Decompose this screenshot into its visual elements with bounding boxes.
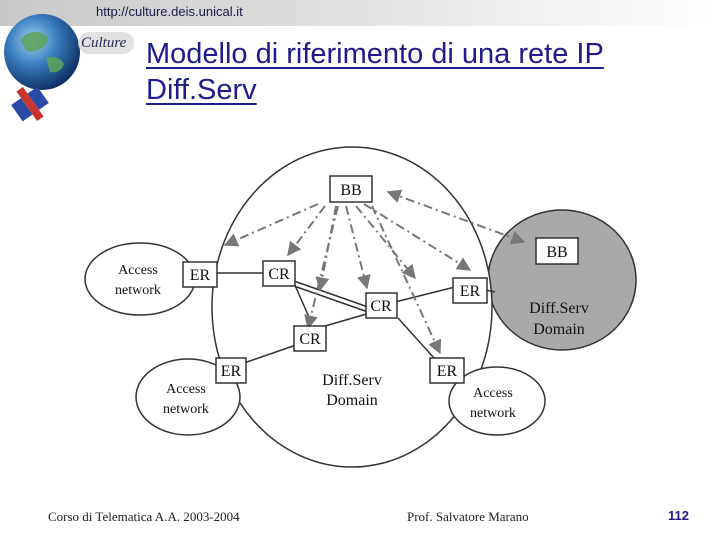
access-network-bottom-right-line2: network	[470, 406, 516, 421]
bb-domain-label: BB	[546, 244, 567, 261]
logo: Culture	[4, 14, 134, 122]
footer-author: Prof. Salvatore Marano	[407, 509, 529, 524]
satellite-icon	[11, 86, 49, 122]
globe-icon	[4, 14, 80, 90]
access-network-left-line1: Access	[118, 263, 158, 278]
er-mid-label: ER	[221, 363, 242, 380]
er-mid-box	[215, 357, 247, 384]
link-cr-right-er-right	[394, 286, 456, 303]
access-network-bottom-right-line1: Access	[473, 386, 513, 401]
access-network-bottom-right	[448, 366, 546, 436]
domain-right-line2: Domain	[533, 321, 585, 338]
access-network-bottom-left-line2: network	[163, 402, 209, 417]
bb-domain-box	[535, 237, 579, 265]
er-bottom-label: ER	[437, 363, 458, 380]
cr-right-label: CR	[370, 298, 392, 315]
er-left-label: ER	[190, 267, 211, 284]
link-cr-right-er-bottom	[397, 317, 435, 359]
access-network-bottom-left	[135, 358, 241, 436]
header-url: http://culture.deis.unical.it	[96, 4, 243, 19]
node-boxes	[182, 175, 579, 384]
cr-bottom-box	[293, 325, 327, 352]
er-right-label: ER	[460, 283, 481, 300]
domain-main-line1: Diff.Serv	[322, 372, 382, 389]
er-bottom-box	[429, 357, 465, 384]
access-network-left-line2: network	[115, 283, 161, 298]
slide-title: Modello di riferimento di una rete IP Di…	[146, 38, 604, 106]
er-left-box	[182, 261, 218, 288]
link-cr-right-cr-bottom	[324, 312, 371, 327]
cr-top-box	[262, 260, 296, 287]
er-right-box	[452, 277, 488, 304]
cr-top-label: CR	[268, 266, 290, 283]
link-cr-bottom-er	[243, 344, 297, 364]
signaling-arrows	[223, 189, 526, 355]
domain-main-line2: Domain	[326, 392, 378, 409]
bb-main-box	[329, 175, 373, 203]
access-network-bottom-left-line1: Access	[166, 382, 206, 397]
logo-text: Culture	[81, 35, 127, 51]
bb-main-label: BB	[340, 182, 361, 199]
footer-course: Corso di Telematica A.A. 2003-2004	[48, 509, 240, 524]
access-network-left	[84, 242, 196, 316]
cr-right-box	[365, 292, 398, 319]
header-band	[0, 0, 720, 26]
page-number: 112	[668, 508, 689, 523]
links	[216, 272, 496, 364]
link-cr-top-cr-right-a	[293, 280, 369, 308]
cr-bottom-label: CR	[299, 331, 321, 348]
link-cr-top-cr-right-b	[293, 285, 369, 313]
domain-right-line1: Diff.Serv	[529, 300, 589, 317]
